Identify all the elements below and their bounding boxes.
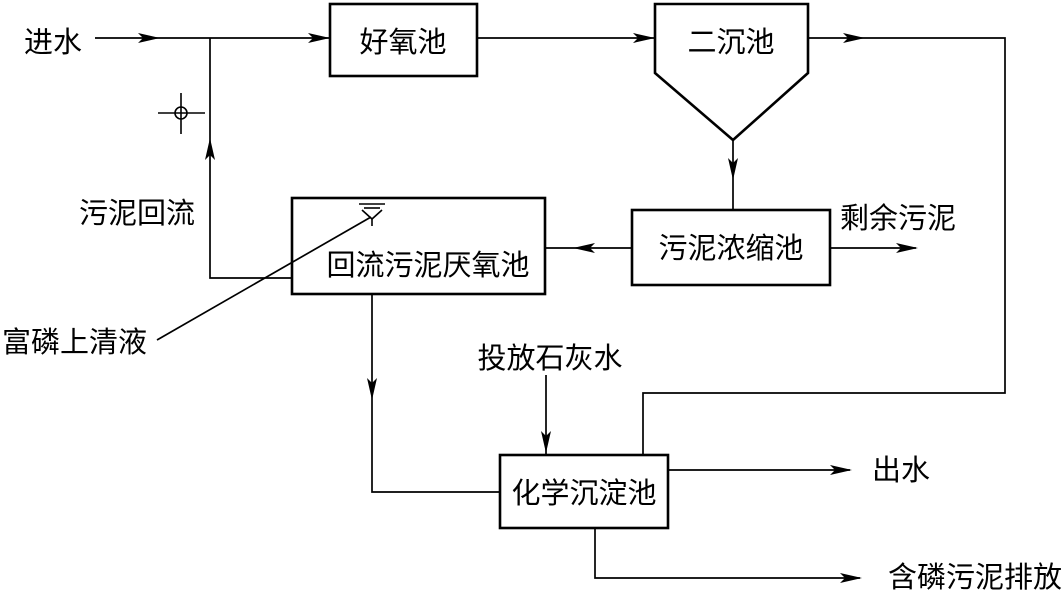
lime-dosing-label: 投放石灰水 bbox=[477, 341, 622, 375]
unit-labels: 好氧池 二沉池 污泥浓缩池 回流污泥厌氧池 化学沉淀池 bbox=[326, 25, 803, 510]
anaerobic-tank-label: 回流污泥厌氧池 bbox=[326, 248, 529, 282]
anaerobic-tank-box bbox=[290, 196, 547, 296]
supernatant-label: 富磷上清液 bbox=[2, 325, 147, 359]
anaerobic-to-precipitation-line bbox=[371, 294, 500, 493]
supernatant-leader-line bbox=[156, 216, 372, 341]
clarifier-overflow-arrow bbox=[843, 33, 865, 43]
aerobic-to-clarifier-arrow bbox=[633, 33, 655, 43]
secondary-clarifier-shape bbox=[653, 2, 810, 142]
excess-sludge-label: 剩余污泥 bbox=[840, 201, 956, 235]
lime-dosing-arrow bbox=[541, 431, 551, 453]
sludge-return-label: 污泥回流 bbox=[79, 196, 195, 230]
effluent-label: 出水 bbox=[872, 453, 930, 487]
crosshair-circle bbox=[174, 106, 188, 120]
flow-labels: 进水 污泥回流 剩余污泥 富磷上清液 投放石灰水 出水 含磷污泥排放 bbox=[2, 25, 1062, 591]
clarifier-underflow-arrow bbox=[728, 158, 738, 180]
sludge-return-arrow bbox=[205, 138, 215, 160]
excess-sludge-arrow bbox=[896, 243, 918, 253]
thickener-to-anaerobic-arrow bbox=[573, 243, 595, 253]
sludge-discharge-label: 含磷污泥排放 bbox=[888, 560, 1062, 591]
anaerobic-down-arrow bbox=[367, 378, 377, 400]
precipitation-tank-label: 化学沉淀池 bbox=[511, 476, 656, 510]
effluent-arrow bbox=[830, 465, 852, 475]
clarifier-overflow-line bbox=[642, 37, 1006, 455]
inflow-mid-arrow bbox=[138, 33, 160, 43]
precipitation-tank-box bbox=[498, 453, 670, 530]
sludge-return-line bbox=[209, 38, 292, 279]
sludge-thickener-box bbox=[630, 208, 832, 287]
liquid-level-triangle bbox=[361, 209, 383, 221]
liquid-level-symbol bbox=[359, 203, 385, 226]
aerobic-tank-label: 好氧池 bbox=[359, 25, 446, 59]
sludge-thickener-label: 污泥浓缩池 bbox=[658, 231, 803, 265]
crosshair-symbol bbox=[158, 93, 205, 134]
aerobic-tank-box bbox=[328, 2, 479, 78]
inflow-end-arrow bbox=[308, 33, 330, 43]
sludge-discharge-line bbox=[594, 528, 860, 579]
sludge-discharge-arrow bbox=[840, 573, 862, 583]
arrowheads bbox=[138, 33, 918, 583]
process-units bbox=[290, 2, 832, 530]
secondary-clarifier-label: 二沉池 bbox=[687, 25, 774, 59]
inflow-label: 进水 bbox=[24, 25, 82, 59]
